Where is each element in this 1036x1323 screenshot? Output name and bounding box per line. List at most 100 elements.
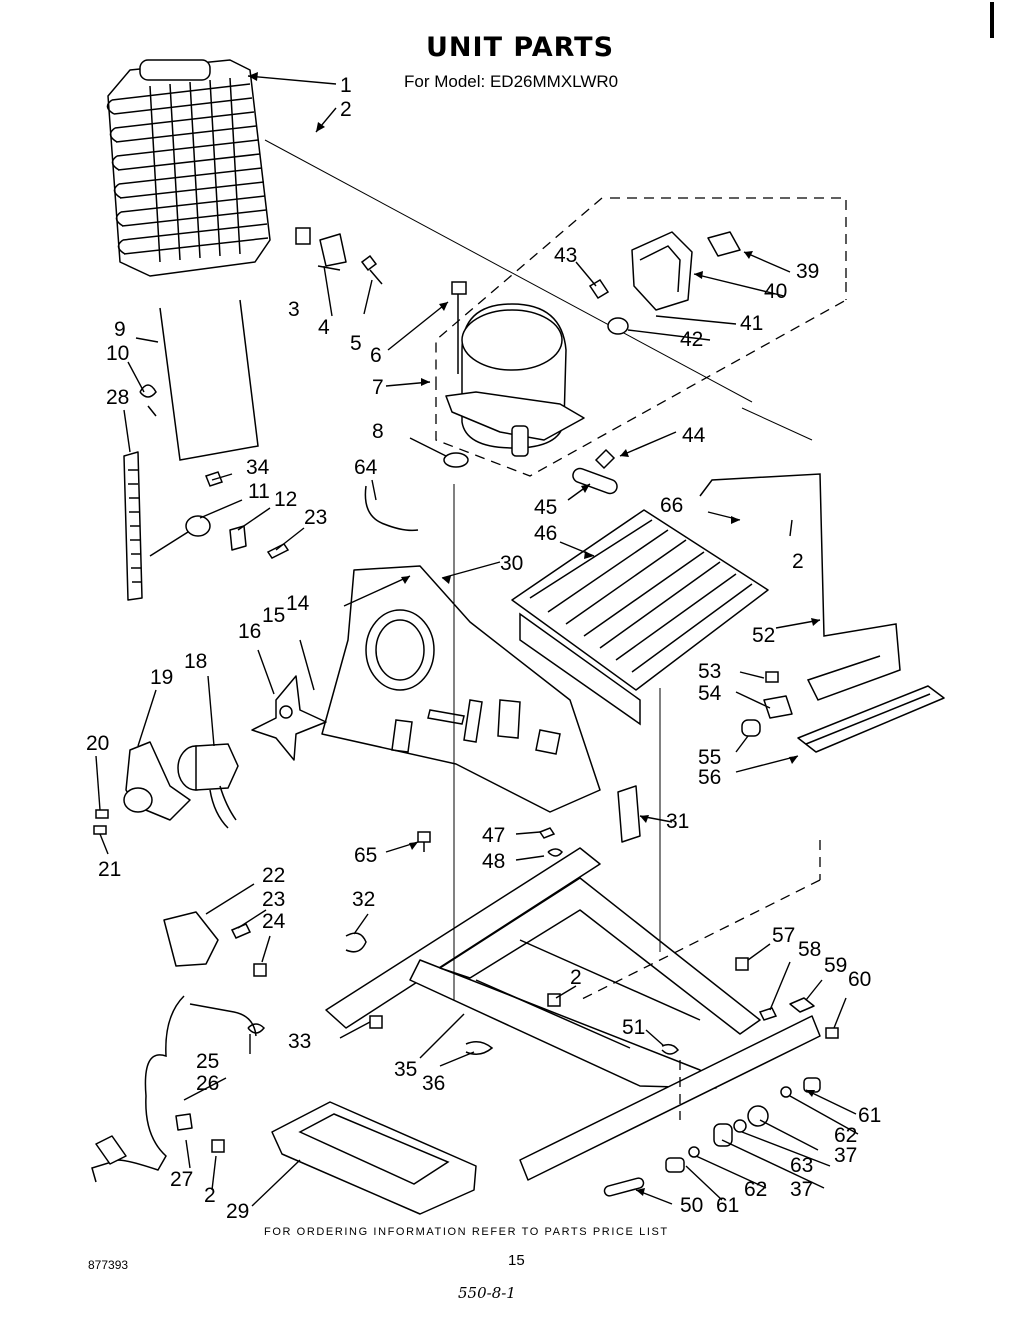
frame-clip	[661, 1043, 679, 1055]
clip-screw	[360, 254, 383, 285]
callout-61b: 61	[716, 1194, 739, 1217]
callout-46: 46	[534, 522, 557, 545]
drier	[572, 467, 618, 495]
base-frame	[325, 847, 761, 1089]
callout-25: 25	[196, 1050, 219, 1073]
handwritten-note: 550-8-1	[458, 1284, 516, 1302]
callout-28: 28	[106, 386, 129, 409]
callout-55: 55	[698, 746, 721, 769]
callout-47: 47	[482, 824, 505, 847]
leader-arrowheads	[248, 72, 820, 1196]
callout-29: 29	[226, 1200, 249, 1223]
callout-2c: 2	[204, 1184, 216, 1207]
fan-shroud-panel	[321, 565, 601, 813]
callout-2b: 2	[792, 550, 804, 573]
drain-pan	[271, 1101, 477, 1215]
bracket-screws	[93, 809, 109, 835]
callout-54: 54	[698, 682, 722, 705]
callout-10: 10	[106, 342, 129, 365]
evaporator-coil	[106, 59, 271, 277]
heater-clip	[139, 384, 157, 417]
callout-9: 9	[114, 318, 126, 341]
callout-63: 63	[790, 1154, 813, 1177]
callout-30: 30	[500, 552, 523, 575]
callout-34: 34	[246, 456, 270, 479]
callout-32: 32	[352, 888, 375, 911]
callout-64: 64	[354, 456, 378, 479]
callout-labels: 1 2 3 4 5 6 7 8 9 10 28 34 11 12 23 64 1…	[86, 74, 881, 1223]
callout-59: 59	[824, 954, 847, 977]
power-cord	[91, 995, 257, 1183]
mounting-bracket	[617, 785, 641, 843]
nut	[538, 827, 556, 839]
callout-51: 51	[622, 1016, 645, 1039]
frame-screw	[547, 993, 561, 1007]
callout-37b: 37	[790, 1178, 813, 1201]
callout-7: 7	[372, 376, 384, 399]
shroud-screw	[417, 831, 431, 852]
relay-clip	[707, 231, 741, 257]
callout-33: 33	[288, 1030, 311, 1053]
callout-62b: 62	[744, 1178, 767, 1201]
callout-20: 20	[86, 732, 109, 755]
valve-body	[763, 695, 793, 719]
overload-clip	[588, 278, 610, 300]
document-code: 877393	[88, 1258, 129, 1272]
cord-clip	[175, 1113, 193, 1131]
base-clip	[465, 1041, 494, 1055]
limiter-sensor	[185, 515, 211, 537]
limiter-lead	[149, 531, 189, 557]
terminal-clip	[205, 471, 223, 487]
valve-cap	[741, 719, 761, 737]
callout-43: 43	[554, 244, 577, 267]
callout-11: 11	[248, 480, 270, 503]
callout-21: 21	[98, 858, 121, 881]
callout-40: 40	[764, 280, 787, 303]
condenser-coil	[511, 509, 769, 726]
callout-42: 42	[680, 328, 703, 351]
rail-bracket	[789, 997, 815, 1013]
callout-1: 1	[340, 74, 352, 97]
callout-65: 65	[354, 844, 377, 867]
callout-35: 35	[394, 1058, 417, 1081]
drier-clamp	[594, 448, 616, 470]
retainer-clip	[319, 233, 347, 267]
callout-8: 8	[372, 420, 384, 443]
valve-screw	[765, 671, 779, 683]
leader-lines	[95, 75, 859, 1207]
scan-edge-mark	[990, 2, 994, 38]
callout-26: 26	[196, 1072, 219, 1095]
callout-2d: 2	[570, 966, 582, 989]
callout-57: 57	[772, 924, 795, 947]
compressor-bolt	[451, 281, 467, 374]
callout-60: 60	[848, 968, 871, 991]
callout-52: 52	[752, 624, 775, 647]
front-rail	[519, 1015, 821, 1181]
callout-37a: 37	[834, 1144, 857, 1167]
heater-bracket-strip	[123, 451, 143, 601]
callout-44: 44	[682, 424, 706, 447]
drain-tube-leader	[264, 139, 813, 441]
terminal-bolt	[253, 963, 267, 977]
page-title: UNIT PARTS	[426, 32, 615, 63]
callout-4: 4	[318, 316, 330, 339]
callout-6: 6	[370, 344, 382, 367]
rail-bolt	[758, 1007, 778, 1021]
compressor	[443, 303, 585, 468]
callout-2: 2	[340, 98, 352, 121]
callout-15: 15	[262, 604, 285, 627]
rail-screw-2	[825, 1027, 839, 1039]
callout-48: 48	[482, 850, 505, 873]
base-screw	[369, 1015, 383, 1029]
callout-56: 56	[698, 766, 721, 789]
callout-39: 39	[796, 260, 819, 283]
grommet	[547, 848, 563, 857]
callout-41: 41	[740, 312, 763, 335]
hose-clamp	[364, 485, 419, 532]
callout-19: 19	[150, 666, 173, 689]
callout-24: 24	[262, 910, 286, 933]
callout-58: 58	[798, 938, 821, 961]
defrost-heater	[159, 299, 259, 461]
